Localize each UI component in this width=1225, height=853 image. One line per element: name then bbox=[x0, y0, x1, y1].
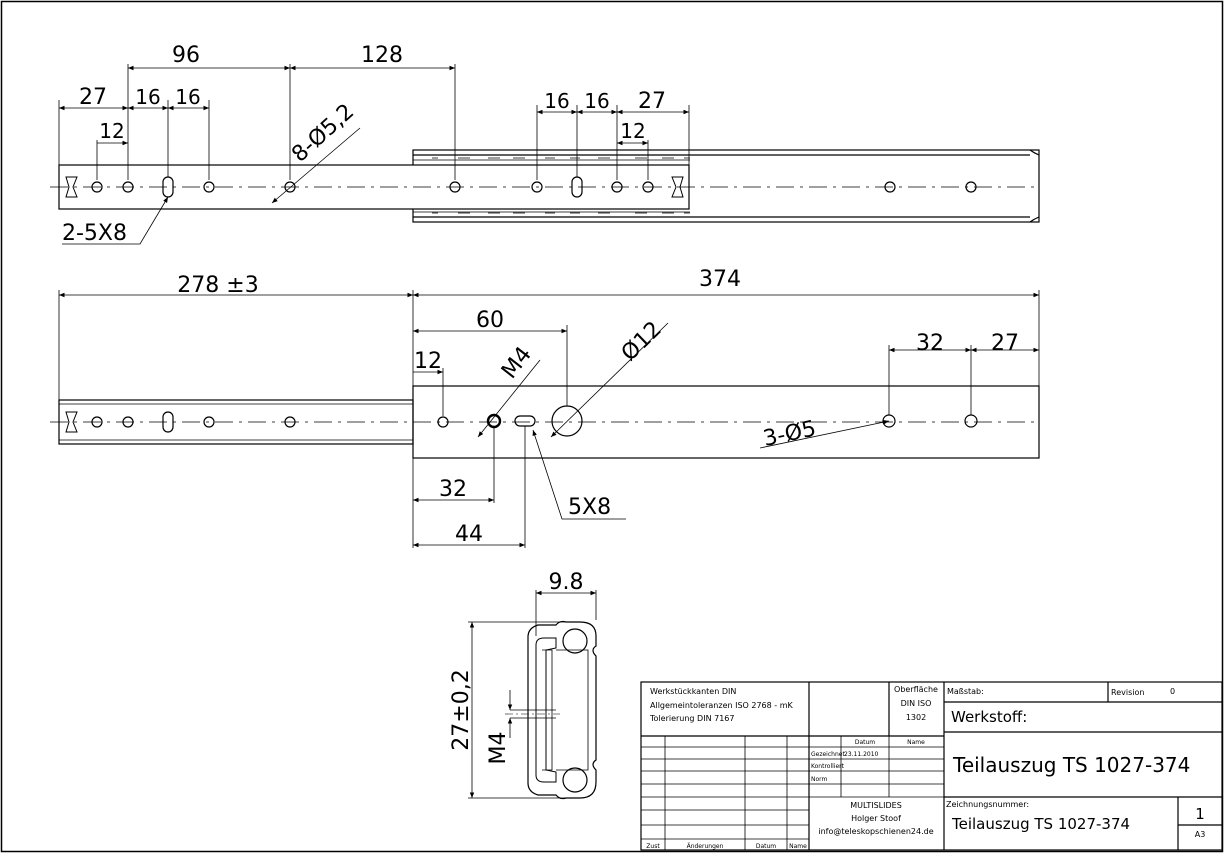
dim-12: 12 bbox=[414, 349, 442, 374]
col-zust: Zust bbox=[646, 843, 660, 850]
hole bbox=[284, 416, 296, 428]
dim-32-top: 32 bbox=[916, 331, 944, 356]
email-text: info@teleskopschienen24.de bbox=[818, 827, 933, 836]
hole bbox=[122, 416, 134, 428]
dim-16-c: 16 bbox=[544, 89, 569, 113]
dim-9-8: 9.8 bbox=[549, 570, 584, 595]
dim-16-a: 16 bbox=[135, 85, 160, 109]
col-name: Name bbox=[789, 843, 807, 850]
sheet-number: 1 bbox=[1195, 805, 1205, 823]
holes-callout: 8-Ø5,2 bbox=[287, 99, 359, 167]
hole bbox=[203, 416, 215, 428]
hole bbox=[964, 414, 978, 428]
drawn-label: Gezeichnet bbox=[811, 751, 845, 758]
dia12-callout: Ø12 bbox=[617, 317, 667, 366]
drawing-title: Teilauszug TS 1027-374 bbox=[952, 753, 1190, 777]
sheet-format: A3 bbox=[1195, 830, 1206, 839]
dim-27: 27 bbox=[991, 331, 1019, 356]
dim-12-right: 12 bbox=[620, 119, 645, 143]
dim-27-left: 27 bbox=[79, 85, 107, 110]
dim-16-d: 16 bbox=[584, 89, 609, 113]
date-header: Datum bbox=[855, 739, 875, 746]
hole bbox=[531, 181, 543, 193]
col-aenderungen: Änderungen bbox=[687, 843, 724, 850]
company-name: MULTISLIDES bbox=[850, 801, 902, 810]
name-header: Name bbox=[907, 739, 925, 746]
col-datum: Datum bbox=[756, 843, 776, 850]
drawn-date: 23.11.2010 bbox=[844, 751, 879, 758]
hole bbox=[203, 181, 215, 193]
title-block bbox=[640, 681, 1223, 851]
surface-value-1: DIN ISO bbox=[901, 699, 932, 708]
person-name: Holger Stoof bbox=[851, 814, 901, 823]
title-block-text: Werkstückkanten DIN Allgemeintoleranzen … bbox=[646, 685, 1205, 850]
slot bbox=[162, 411, 174, 433]
dim-12-left: 12 bbox=[99, 119, 124, 143]
revision-value: 0 bbox=[1170, 687, 1175, 696]
material-label: Werkstoff: bbox=[951, 708, 1027, 726]
ball-cage-marks bbox=[432, 157, 690, 214]
edges-text: Werkstückkanten DIN bbox=[650, 687, 736, 696]
dim-27-section: 27±0,2 bbox=[449, 669, 474, 750]
side-view bbox=[50, 290, 1040, 548]
dim-374: 374 bbox=[699, 267, 741, 292]
drawing-number: Teilauszug TS 1027-374 bbox=[951, 815, 1130, 833]
drawing-no-label: Zeichnungsnummer: bbox=[946, 800, 1029, 809]
ball-bottom bbox=[562, 767, 588, 793]
hole bbox=[449, 181, 461, 193]
section-outer-profile bbox=[527, 620, 597, 800]
slot-callout: 5X8 bbox=[568, 495, 611, 520]
hole bbox=[884, 181, 896, 193]
revision-label: Revision bbox=[1111, 688, 1144, 697]
m4-section: M4 bbox=[486, 732, 511, 765]
scale-label: Maßstab: bbox=[947, 687, 984, 696]
hole bbox=[437, 416, 449, 428]
dim-44: 44 bbox=[455, 522, 483, 547]
slots-callout: 2-5X8 bbox=[62, 221, 127, 246]
ball-top bbox=[562, 628, 588, 654]
section-view bbox=[468, 590, 597, 800]
dim-96: 96 bbox=[172, 43, 200, 68]
tolerances-text: Allgemeintoleranzen ISO 2768 - mK bbox=[650, 701, 794, 710]
hole bbox=[91, 181, 103, 193]
dim-128: 128 bbox=[361, 43, 403, 68]
hole bbox=[284, 181, 296, 193]
top-view bbox=[50, 64, 1040, 245]
dim-27-right: 27 bbox=[638, 89, 666, 114]
dim-32-bottom: 32 bbox=[439, 477, 467, 502]
dim-60: 60 bbox=[476, 308, 504, 333]
hole bbox=[122, 181, 134, 193]
hole bbox=[965, 181, 977, 193]
dim-278: 278 ±3 bbox=[177, 273, 258, 298]
hole bbox=[91, 416, 103, 428]
checked-label: Kontrolliert bbox=[811, 763, 845, 770]
hole bbox=[642, 181, 654, 193]
surface-label: Oberfläche bbox=[894, 685, 938, 694]
dim-16-b: 16 bbox=[175, 85, 200, 109]
tolerierung-text: Tolerierung DIN 7167 bbox=[649, 714, 734, 723]
m4-callout: M4 bbox=[497, 342, 537, 383]
surface-value-2: 1302 bbox=[906, 713, 926, 722]
hole bbox=[611, 181, 623, 193]
slot bbox=[514, 415, 536, 427]
norm-label: Norm bbox=[811, 776, 828, 783]
